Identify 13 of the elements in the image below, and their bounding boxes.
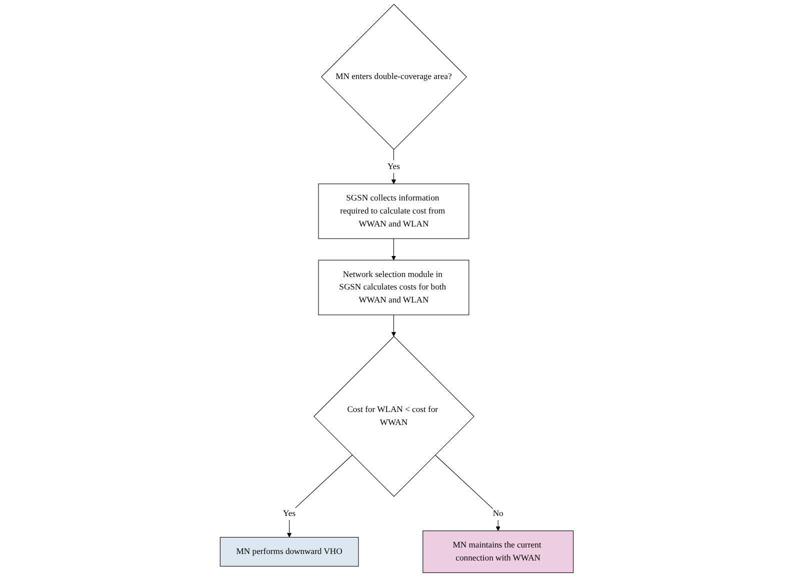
edge-label: No bbox=[492, 508, 504, 518]
edge-label: Yes bbox=[387, 162, 400, 171]
node-box: MN performs downward VHO bbox=[220, 536, 358, 567]
node-box: Network selection module in SGSN calculates costs for both WWAN and WLAN bbox=[318, 260, 469, 316]
arrow bbox=[391, 238, 396, 260]
node-box: SGSN collects information required to calculate cost from WWAN and WLAN bbox=[318, 184, 469, 239]
edge-label: Yes bbox=[282, 508, 296, 518]
arrow bbox=[434, 454, 500, 532]
node-diamond: MN enters double-coverage area? bbox=[320, 4, 467, 150]
arrow bbox=[391, 314, 396, 337]
node-box: MN maintains the current connection with WWAN bbox=[422, 530, 574, 573]
node-diamond: Cost for WLAN < cost for WWAN bbox=[313, 336, 474, 497]
arrow bbox=[286, 454, 352, 538]
